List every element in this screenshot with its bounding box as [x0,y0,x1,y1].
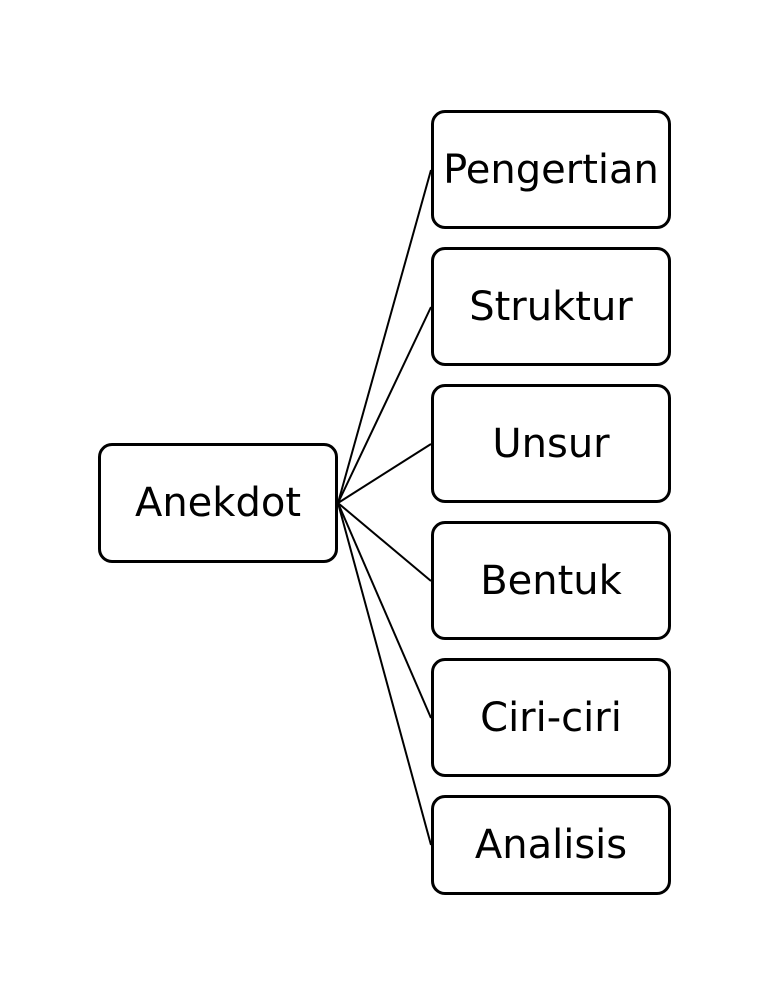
node-pengertian: Pengertian [431,110,671,229]
connector-ciri-ciri [337,502,432,719]
node-label-analisis: Analisis [474,822,628,868]
connector-analisis [337,502,432,846]
node-label-pengertian: Pengertian [443,146,659,193]
node-label-bentuk: Bentuk [480,557,622,604]
connector-bentuk [337,502,432,582]
root-node-label: Anekdot [134,480,302,526]
node-struktur: Struktur [431,247,671,366]
connector-struktur [337,306,432,504]
node-ciri-ciri: Ciri-ciri [431,658,671,777]
node-analisis: Analisis [431,795,671,895]
connector-unsur [337,443,432,504]
node-label-struktur: Struktur [469,283,633,330]
root-node-anekdot: Anekdot [98,443,338,563]
node-label-ciri-ciri: Ciri-ciri [480,694,622,741]
node-bentuk: Bentuk [431,521,671,640]
node-label-unsur: Unsur [492,420,610,467]
connector-pengertian [337,169,432,504]
node-unsur: Unsur [431,384,671,503]
